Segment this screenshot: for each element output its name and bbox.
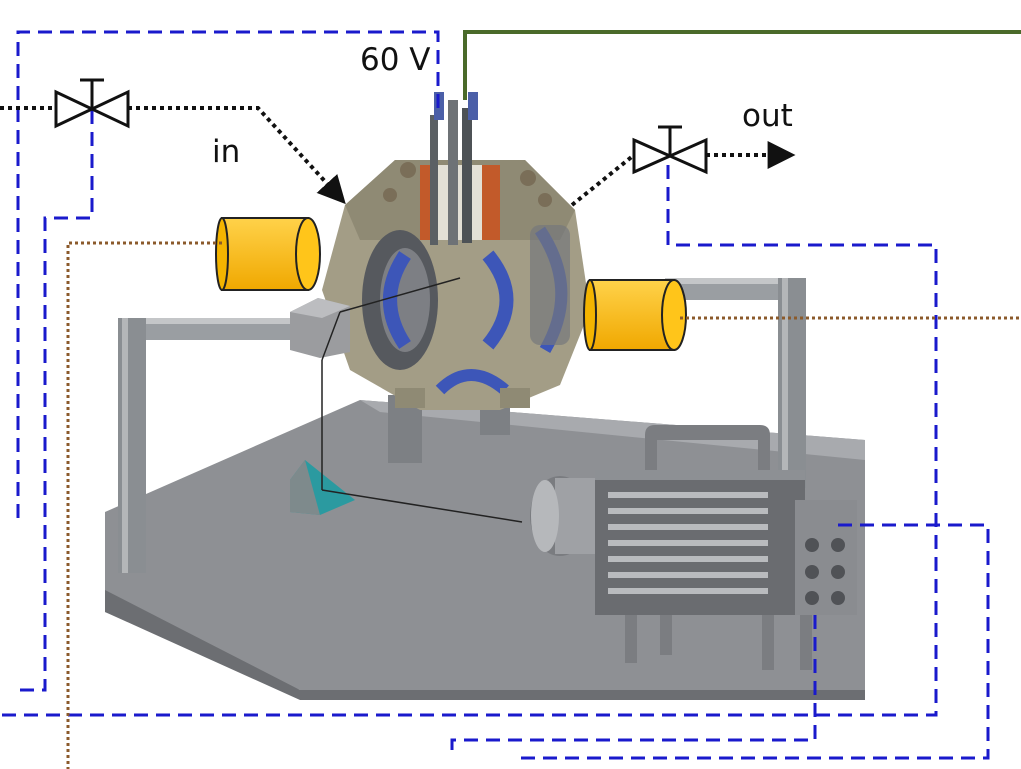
outlet-valve-icon bbox=[632, 125, 708, 175]
gas-lines bbox=[0, 106, 796, 207]
support-frame bbox=[118, 278, 806, 573]
outlet-label: out bbox=[742, 98, 793, 134]
vacuum-chamber bbox=[322, 92, 590, 410]
coil-right bbox=[583, 279, 687, 351]
power-line bbox=[463, 30, 1021, 100]
camera bbox=[530, 425, 857, 670]
beam-path bbox=[339, 277, 461, 313]
vacuum-lines bbox=[0, 30, 990, 760]
coil-left bbox=[215, 217, 321, 291]
equipment-render bbox=[105, 92, 865, 700]
inlet-valve-icon bbox=[54, 78, 130, 129]
signal-lines bbox=[66, 241, 1021, 769]
inlet-label: in bbox=[212, 134, 241, 170]
voltage-label: 60 V bbox=[360, 42, 431, 78]
